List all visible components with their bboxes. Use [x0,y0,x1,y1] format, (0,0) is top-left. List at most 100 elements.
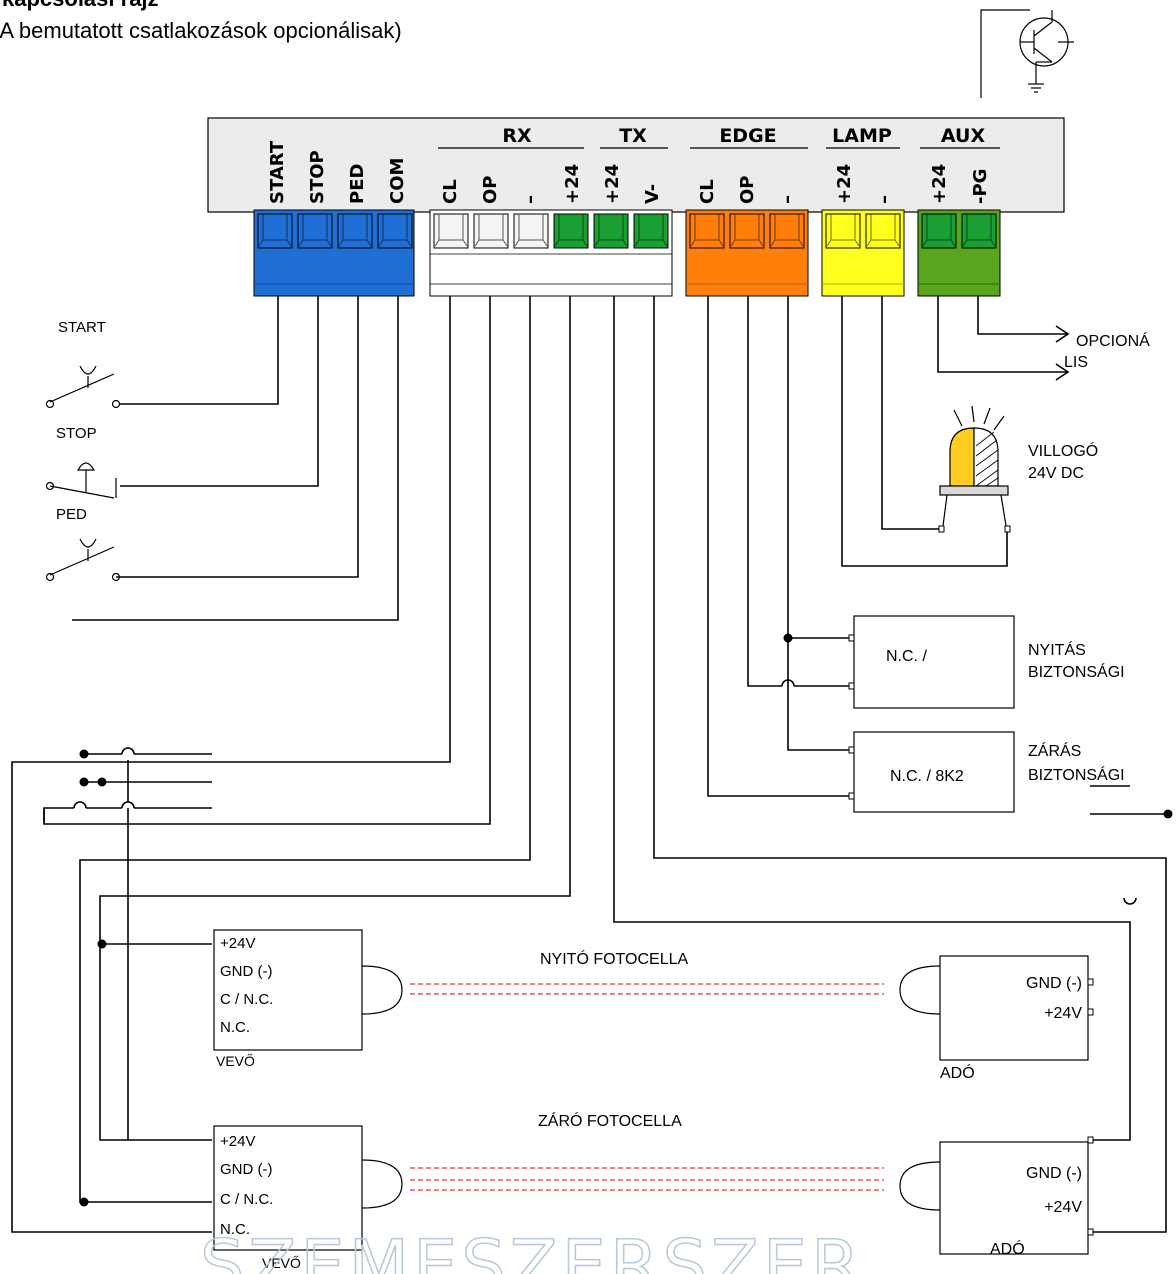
closing-edge-label-1: ZÁRÁS [1028,741,1081,760]
rx-close-label: VEVŐ [262,1255,301,1271]
screw-terminals [257,213,997,249]
edge-group-label: EDGE [719,125,776,147]
rx-group-label: RX [502,125,532,147]
pin-label-start: START [267,140,288,204]
pin-label-tx-24: +24 [602,164,623,204]
screw-slot [338,214,372,247]
screw-terminal [633,213,669,249]
aux-output-arrows: OPCIONÁ LIS [937,296,1150,381]
aux-optional-label-1: OPCIONÁ [1076,331,1150,350]
aux-optional-label-2: LIS [1064,354,1088,371]
pin-label-rx-cl: CL [440,179,461,204]
rx-open-line-4: N.C. [220,1019,250,1036]
start-label: START [58,319,106,336]
opening-edge-label-1: NYITÁS [1028,640,1086,659]
lamp-wiring [841,296,1008,567]
opening-photocell-receiver: +24V GND (-) C / N.C. N.C. VEVŐ [213,929,403,1069]
screw-slot [434,214,468,247]
screw-terminal [257,213,293,249]
screw-slot [474,214,508,247]
screw-slot [378,214,412,247]
closing-photocell-receiver: +24V GND (-) C / N.C. N.C. VEVŐ [213,1125,403,1271]
pin-label-lamp-minus: – [874,195,895,204]
terminal-panel [207,117,1065,213]
screw-terminal [553,213,589,249]
screw-terminal [297,213,333,249]
closing-photocell: ZÁRÓ FOTOCELLA +24V GND (-) C / N.C. N.C… [213,1111,1094,1271]
transistor-icon [980,9,1074,98]
stop-button-symbol: STOP [45,425,117,499]
rx-close-line-3: C / N.C. [220,1191,273,1208]
watermark-text: SZEMESZERSZER [200,1225,864,1274]
opening-edge-box-text: N.C. / [886,648,927,665]
rx-open-line-3: C / N.C. [220,991,273,1008]
closing-photocell-title: ZÁRÓ FOTOCELLA [538,1111,682,1130]
screw-terminal [513,213,549,249]
ped-label: PED [56,506,87,523]
closing-edge-label-2: BIZTONSÁGI [1028,765,1125,784]
opening-safety-edge-device: N.C. / [848,615,1015,709]
screw-slot [690,214,724,247]
screw-terminal [473,213,509,249]
screw-slot [554,214,588,247]
opening-photocell: NYITÓ FOTOCELLA +24V GND (-) C / N.C. N.… [213,929,1094,1082]
screw-slot [258,214,292,247]
closing-safety-edge-device: N.C. / 8K2 [848,731,1015,813]
ped-button-symbol: PED [45,506,121,582]
input-wiring [72,296,399,621]
pin-label-rx-24: +24 [562,164,583,204]
screw-slot [730,214,764,247]
tx-open-line-2: +24V [1044,1005,1082,1022]
screw-terminal [769,213,805,249]
rx-open-line-2: GND (-) [220,963,273,980]
screw-terminal [825,213,861,249]
tx-group-label: TX [619,125,647,147]
aux-group-label: AUX [941,125,986,147]
screw-terminal [593,213,629,249]
lamp-label-2: 24V DC [1028,465,1084,482]
screw-terminal [961,213,997,249]
rx-close-line-1: +24V [220,1133,255,1150]
rx-open-line-1: +24V [220,935,255,952]
group-headers: RX TX EDGE LAMP AUX [438,125,1000,149]
tx-open-label: ADÓ [940,1063,975,1082]
page-subtitle: (A bemutatott csatlakozások opcionálisak… [0,18,402,43]
screw-terminal [689,213,725,249]
pin-label-edge-op: OP [737,176,758,205]
pin-label-stop: STOP [307,150,328,204]
screw-slot [594,214,628,247]
screw-slot [298,214,332,247]
screw-terminal [433,213,469,249]
screw-slot [962,214,996,247]
pin-label-lamp-24: +24 [834,164,855,204]
opening-photocell-title: NYITÓ FOTOCELLA [540,949,689,968]
screw-slot [514,214,548,247]
screw-slot [634,214,668,247]
warning-lamp-icon [938,405,1011,533]
pin-labels: START STOP PED COM CL OP – +24 +24 V- CL… [267,140,991,204]
opening-edge-label-2: BIZTONSÁGI [1028,662,1125,681]
rx-open-label: VEVŐ [216,1053,255,1069]
pin-label-rx-op: OP [480,176,501,205]
screw-terminal [337,213,373,249]
screw-slot [826,214,860,247]
pin-label-rx-minus: – [520,195,541,204]
screw-terminal [377,213,413,249]
lamp-group-label: LAMP [832,125,892,147]
lamp-label-1: VILLOGÓ [1028,441,1098,460]
connector-white-rx [429,209,673,297]
pin-label-edge-cl: CL [697,179,718,204]
screw-terminal [729,213,765,249]
pin-label-aux-pg: -PG [970,169,991,204]
pin-label-com: COM [387,158,408,204]
rx-close-line-4: N.C. [220,1221,250,1238]
screw-terminal [865,213,901,249]
tx-close-line-2: +24V [1044,1199,1082,1216]
stop-label: STOP [56,425,97,442]
pin-label-ped: PED [347,164,368,204]
edge-wiring [707,296,850,797]
closing-photocell-transmitter: GND (-) +24V ADÓ [899,1136,1094,1258]
tx-open-line-1: GND (-) [1026,975,1082,992]
closing-edge-box-text: N.C. / 8K2 [890,768,964,785]
